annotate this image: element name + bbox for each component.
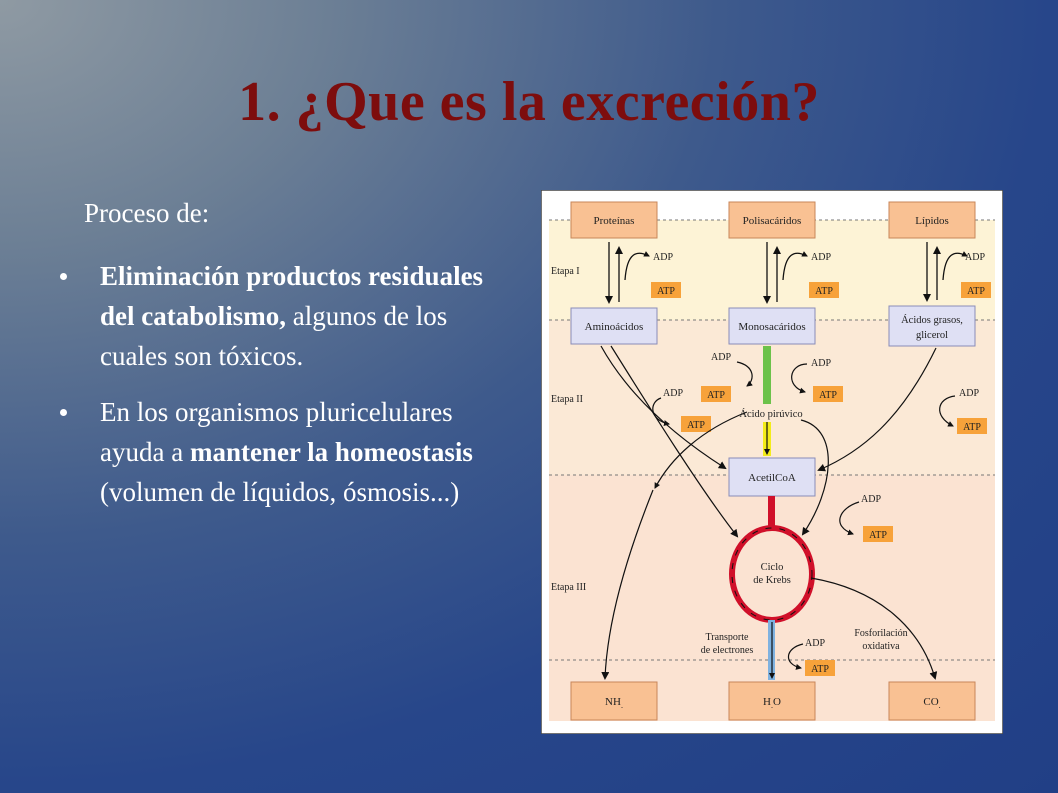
- adp-label: ADP: [861, 494, 881, 505]
- adp-label: ADP: [653, 252, 673, 263]
- box-lipidos: Lípidos: [915, 215, 949, 227]
- adp-label: ADP: [811, 358, 831, 369]
- slide-title: 1. ¿Que es la excreción?: [238, 71, 820, 133]
- atp-label: ATP: [819, 390, 837, 401]
- box-aminoacidos: Aminoácidos: [585, 321, 644, 333]
- atp-label: ATP: [815, 286, 833, 297]
- adp-label: ADP: [711, 352, 731, 363]
- atp-label: ATP: [811, 664, 829, 675]
- svg-text:CO.: CO.: [923, 696, 940, 710]
- svg-text:H.O: H.O: [763, 696, 781, 710]
- bullet-bold-text: mantener la homeostasis: [189, 437, 473, 467]
- atp-label: ATP: [963, 422, 981, 433]
- transporte-line1: Transporte: [706, 632, 750, 643]
- bullet-list: Eliminación productos residuales del cat…: [60, 256, 500, 528]
- stage-2-label: Etapa II: [551, 394, 583, 405]
- bullet-text: (volumen de líquidos, ósmosis...): [100, 477, 460, 507]
- acido-piruvico-label: Ácido pirúvico: [739, 408, 802, 420]
- bullet-dot-icon: [60, 409, 67, 416]
- svg-text:NH.: NH.: [605, 696, 623, 710]
- catabolism-diagram: Etapa I Etapa II Etapa III Proteínas Pol…: [541, 190, 1003, 734]
- adp-label: ADP: [663, 388, 683, 399]
- adp-label: ADP: [805, 638, 825, 649]
- adp-label: ADP: [811, 252, 831, 263]
- subscript-3: .: [621, 701, 623, 710]
- atp-label: ATP: [657, 286, 675, 297]
- adp-label: ADP: [965, 252, 985, 263]
- atp-label: ATP: [687, 420, 705, 431]
- stage-1-label: Etapa I: [551, 266, 580, 277]
- transporte-line2: de electrones: [701, 645, 754, 656]
- bullet-text: algunos de los cuales son tóxicos.: [100, 301, 448, 371]
- bullet-dot-icon: [60, 273, 67, 280]
- box-monosacaridos: Monosacáridos: [738, 321, 805, 333]
- stage-3-label: Etapa III: [551, 582, 586, 593]
- bullet-item: En los organismos pluricelulares ayuda a…: [60, 392, 500, 512]
- subscript-2: .: [939, 701, 941, 710]
- atp-label: ATP: [869, 530, 887, 541]
- box-proteinas: Proteínas: [594, 215, 635, 227]
- atp-label: ATP: [707, 390, 725, 401]
- box-acidos-grasos-line2: glicerol: [916, 330, 948, 341]
- adp-label: ADP: [959, 388, 979, 399]
- box-acetilcoa: AcetilCoA: [748, 472, 796, 484]
- subscript-2: .: [771, 701, 773, 710]
- box-acidos-grasos-line1: Ácidos grasos,: [901, 314, 963, 326]
- bullet-bold-text: Eliminación productos residuales del cat…: [100, 261, 484, 331]
- atp-label: ATP: [967, 286, 985, 297]
- bullet-item: Eliminación productos residuales del cat…: [60, 256, 500, 376]
- ciclo-krebs-line1: Ciclo: [761, 562, 784, 573]
- product-h2o-o: O: [773, 696, 781, 708]
- product-h2o-h: H: [763, 696, 771, 708]
- fosforilacion-line1: Fosforilación: [854, 628, 907, 639]
- ciclo-krebs-line2: de Krebs: [753, 575, 791, 586]
- intro-text: Proceso de:: [84, 198, 210, 228]
- bullet-text: En los organismos pluricelulares ayuda a: [100, 397, 453, 467]
- product-co2: CO: [923, 696, 938, 708]
- box-polisacaridos: Polisacáridos: [743, 215, 802, 227]
- fosforilacion-line2: oxidativa: [862, 641, 900, 652]
- product-nh3: NH: [605, 696, 621, 708]
